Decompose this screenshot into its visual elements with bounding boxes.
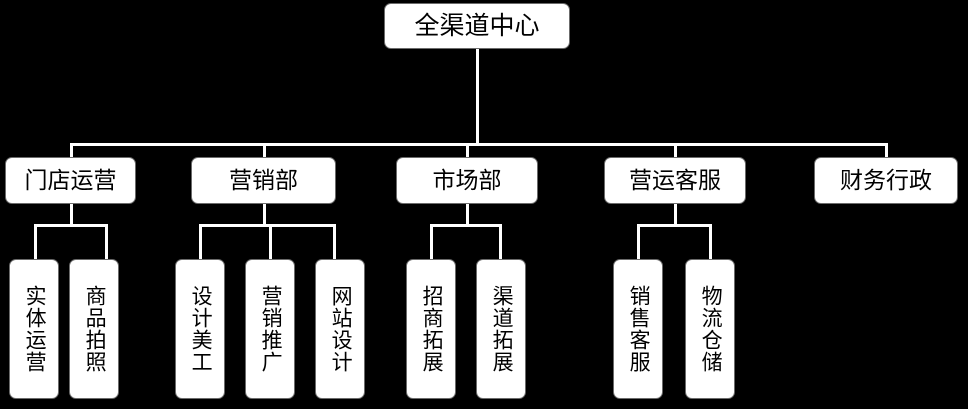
node-leaf-shitiyunying-label: 实体运营 xyxy=(23,285,47,373)
connector-dept-3-bus xyxy=(430,224,502,227)
node-leaf-shejimeigong-label: 设计美工 xyxy=(189,285,213,373)
connector-dept-1-bus xyxy=(34,224,108,227)
connector-leaf-2-1 xyxy=(199,224,202,260)
node-leaf-shangpinpaizhao[interactable]: 商品拍照 xyxy=(69,259,119,399)
node-root[interactable]: 全渠道中心 xyxy=(384,3,570,49)
connector-dept-1-stem xyxy=(70,204,73,226)
connector-dept-2-drop xyxy=(263,143,266,159)
connector-horizontal-bus xyxy=(70,143,888,146)
node-dept-yingxiao-label: 营销部 xyxy=(229,167,298,194)
node-dept-yingxiao[interactable]: 营销部 xyxy=(191,157,336,204)
node-leaf-zhaoshangtuozhan[interactable]: 招商拓展 xyxy=(406,259,456,399)
connector-leaf-4-1 xyxy=(637,224,640,260)
connector-leaf-3-1 xyxy=(430,224,433,260)
connector-leaf-4-2 xyxy=(709,224,712,260)
node-leaf-shejimeigong[interactable]: 设计美工 xyxy=(175,259,225,399)
connector-dept-2-stem xyxy=(263,204,266,226)
node-leaf-yingxiaotuiguang[interactable]: 营销推广 xyxy=(245,259,295,399)
connector-dept-4-drop xyxy=(674,143,677,159)
node-dept-caiwu[interactable]: 财务行政 xyxy=(814,157,958,204)
connector-dept-3-drop xyxy=(466,143,469,159)
node-dept-mendian-label: 门店运营 xyxy=(24,167,117,194)
node-leaf-wuliucangchu[interactable]: 物流仓储 xyxy=(685,259,735,399)
node-leaf-qudaotuozhan[interactable]: 渠道拓展 xyxy=(476,259,526,399)
connector-dept-1-drop xyxy=(70,143,73,159)
node-dept-yingyunkefu-label: 营运客服 xyxy=(629,167,721,194)
connector-dept-4-stem xyxy=(674,204,677,226)
node-leaf-shitiyunying[interactable]: 实体运营 xyxy=(9,259,59,399)
node-leaf-wangzhansheji-label: 网站设计 xyxy=(329,285,353,373)
node-dept-mendian[interactable]: 门店运营 xyxy=(5,157,136,204)
connector-leaf-1-2 xyxy=(105,224,108,260)
node-leaf-shangpinpaizhao-label: 商品拍照 xyxy=(83,285,107,373)
node-dept-caiwu-label: 财务行政 xyxy=(840,167,932,194)
connector-leaf-2-2 xyxy=(269,224,272,260)
node-leaf-xiaoshoukefu-label: 销售客服 xyxy=(627,285,651,373)
node-leaf-yingxiaotuiguang-label: 营销推广 xyxy=(259,285,283,373)
connector-dept-3-stem xyxy=(466,204,469,226)
node-leaf-xiaoshoukefu[interactable]: 销售客服 xyxy=(613,259,663,399)
node-dept-yingyunkefu[interactable]: 营运客服 xyxy=(604,157,746,204)
connector-root-vertical xyxy=(476,49,479,145)
node-root-label: 全渠道中心 xyxy=(414,11,540,40)
connector-dept-5-drop xyxy=(885,143,888,159)
node-leaf-wuliucangchu-label: 物流仓储 xyxy=(699,285,723,373)
connector-dept-4-bus xyxy=(637,224,712,227)
connector-dept-2-bus xyxy=(199,224,336,227)
node-dept-shichang[interactable]: 市场部 xyxy=(396,157,538,204)
connector-leaf-1-1 xyxy=(34,224,37,260)
node-leaf-qudaotuozhan-label: 渠道拓展 xyxy=(490,285,514,373)
connector-leaf-2-3 xyxy=(333,224,336,260)
connector-leaf-3-2 xyxy=(499,224,502,260)
node-leaf-wangzhansheji[interactable]: 网站设计 xyxy=(315,259,365,399)
node-dept-shichang-label: 市场部 xyxy=(432,167,502,194)
node-leaf-zhaoshangtuozhan-label: 招商拓展 xyxy=(420,285,444,373)
